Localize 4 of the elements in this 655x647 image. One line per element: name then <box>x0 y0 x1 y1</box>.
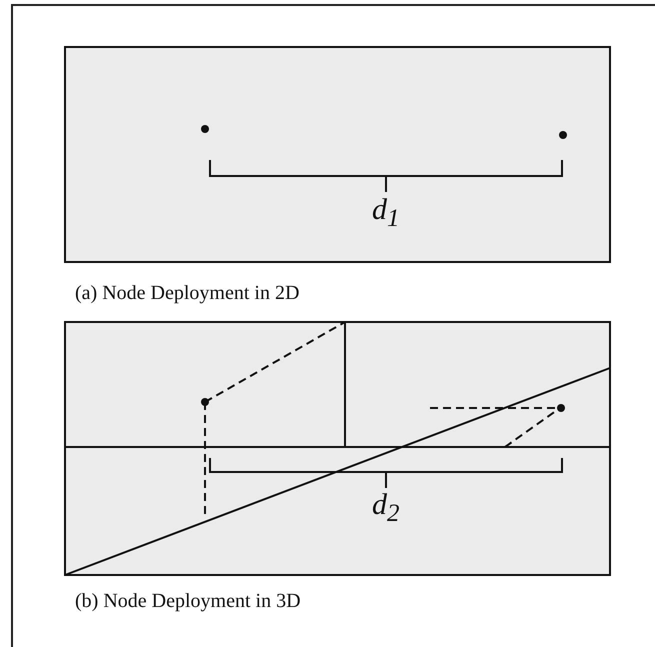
figure-caption: (a) Node Deployment in 2D <box>75 282 300 305</box>
distance-label: d$_{1}$ <box>372 193 400 233</box>
distance-label: d$_{2}$ <box>372 488 400 528</box>
figure-caption: (b) Node Deployment in 3D <box>75 590 301 613</box>
